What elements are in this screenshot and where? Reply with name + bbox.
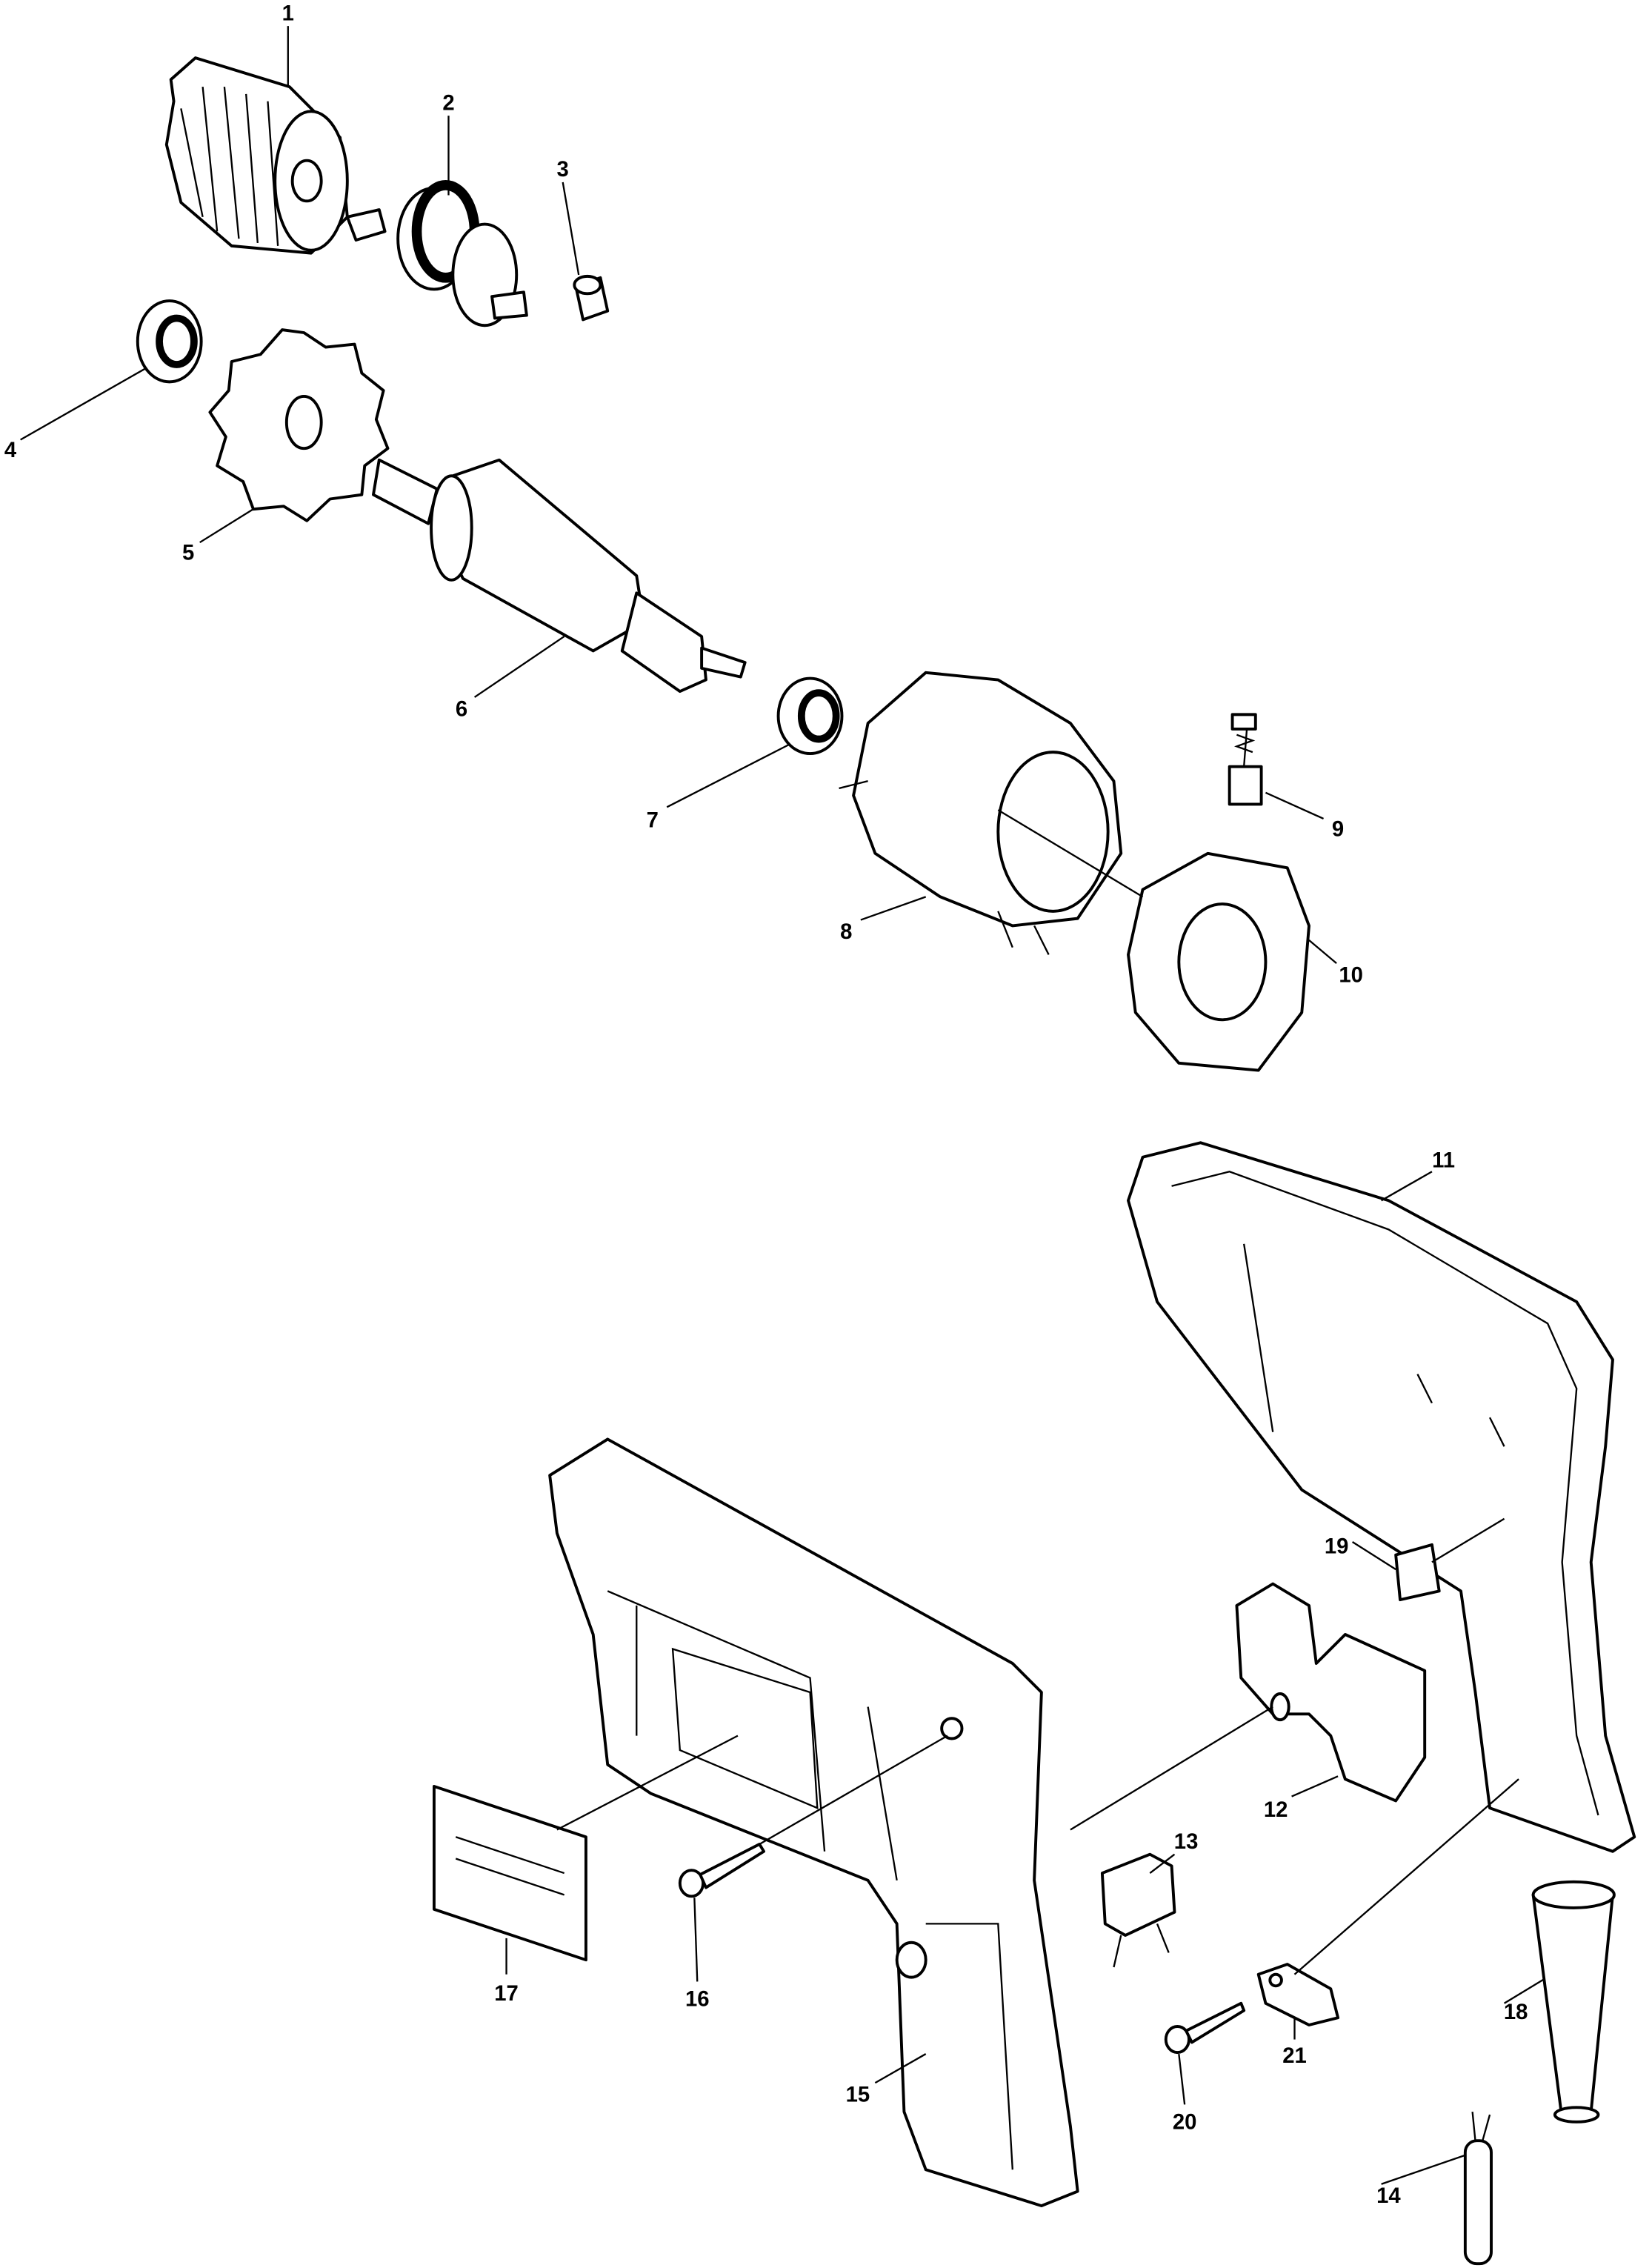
callout-11: 11 [1432, 1148, 1455, 1172]
part-14-cord [1463, 2112, 1493, 2266]
part-19-switch-lever [1394, 1543, 1441, 1602]
callout-labels: 1 2 3 4 5 6 7 8 9 10 11 12 13 14 15 16 1… [4, 1, 1528, 2208]
part-17-name-plate [433, 1784, 587, 1962]
callout-14: 14 [1376, 2184, 1401, 2208]
callout-2: 2 [442, 90, 454, 115]
callout-13: 13 [1174, 1829, 1199, 1854]
part-16-screw [678, 1843, 766, 1898]
part-6-armature [372, 458, 747, 694]
callout-3: 3 [557, 157, 569, 182]
callout-15: 15 [846, 2083, 870, 2107]
callout-8: 8 [840, 919, 852, 944]
callout-9: 9 [1332, 817, 1344, 841]
callout-16: 16 [685, 1987, 710, 2012]
part-4-bearing [136, 299, 203, 384]
part-12-switch [1235, 1582, 1427, 1803]
callout-1: 1 [282, 1, 294, 25]
leader-lines [20, 26, 1545, 2185]
part-5-fan [208, 328, 390, 522]
part-8-field [839, 671, 1123, 955]
part-10-brush-holder [1127, 851, 1310, 1072]
part-3-sleeve [573, 274, 610, 322]
callout-4: 4 [4, 438, 17, 462]
callout-6: 6 [456, 696, 467, 721]
part-20-screw [1164, 2001, 1246, 2055]
part-21-strain-relief [1256, 1963, 1340, 2026]
callout-18: 18 [1504, 2000, 1528, 2024]
callout-21: 21 [1282, 2043, 1307, 2068]
part-1-chuck [164, 56, 387, 255]
part-11-housing-half [1127, 1141, 1636, 1853]
callout-10: 10 [1339, 963, 1363, 988]
part-15-housing [548, 1437, 1079, 2208]
part-9-carbon-brush [1228, 713, 1263, 806]
callout-12: 12 [1264, 1798, 1288, 1822]
part-13-noise-suppressor [1100, 1852, 1176, 1968]
part-18-cord-guard [1531, 1880, 1616, 2124]
part-7-bearing [776, 676, 844, 756]
callout-5: 5 [182, 540, 194, 565]
callout-7: 7 [647, 808, 659, 833]
part-2-gear [396, 180, 528, 327]
callout-19: 19 [1325, 1534, 1349, 1559]
callout-17: 17 [494, 1981, 519, 2006]
callout-20: 20 [1173, 2110, 1197, 2135]
